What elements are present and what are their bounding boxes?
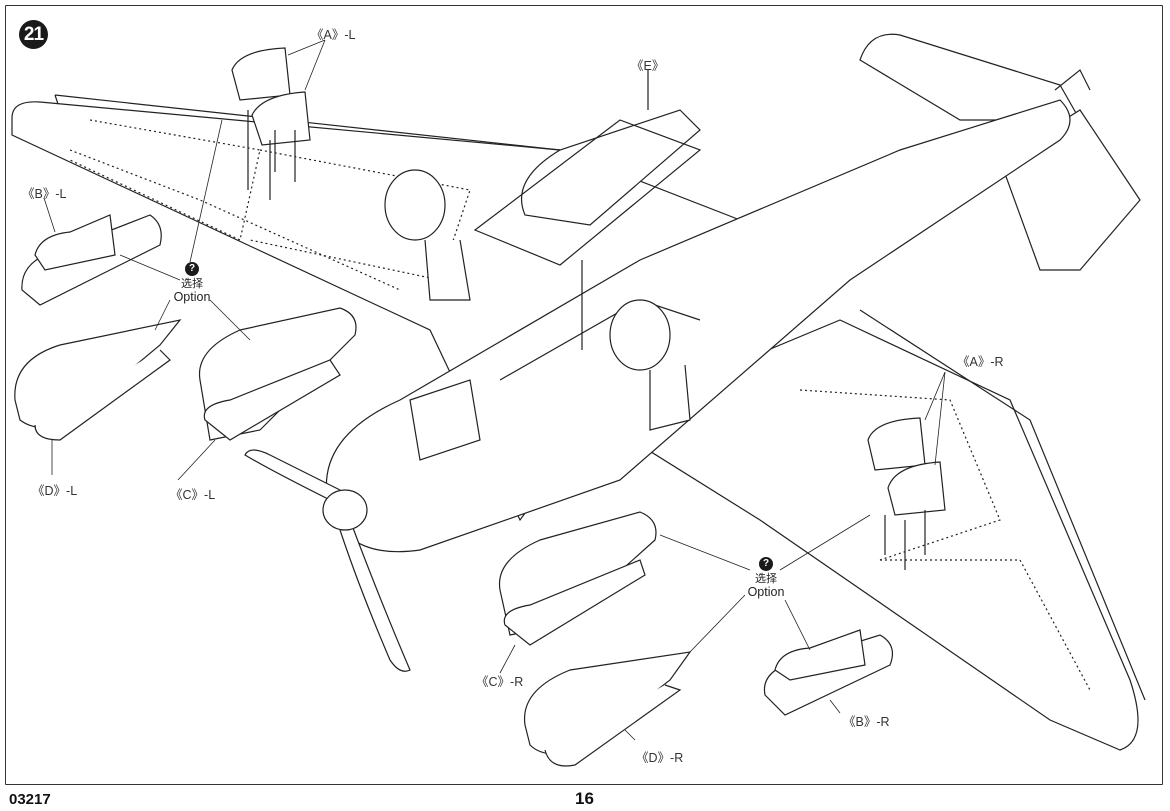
question-mark-icon: ? [185,262,199,276]
option-label-en: Option [173,290,211,304]
page-frame [5,5,1163,785]
callout-d-left: 《D》-L [32,484,78,498]
product-code: 03217 [9,791,51,808]
part-c-left [178,308,356,480]
part-c-right [500,512,657,673]
callout-b-left: 《B》-L [22,187,67,201]
option-marker-right: ? 选择 Option [744,557,788,600]
option-label-cn: 选择 [755,573,777,585]
propeller [245,450,410,671]
option-label-cn: 选择 [181,278,203,290]
callout-a-right: 《A》-R [957,355,1004,369]
part-b-right [764,630,892,715]
part-b-left [22,198,180,305]
callout-c-right: 《C》-R [476,675,524,689]
callout-e: 《E》 [631,59,665,73]
callout-a-left: 《A》-L [311,28,356,42]
part-d-right [525,652,690,766]
engine-nacelles [385,170,690,430]
page-number: 16 [575,789,594,808]
callout-c-left: 《C》-L [170,488,216,502]
part-a-left [232,40,325,200]
callout-d-right: 《D》-R [636,751,684,765]
option-label-en: Option [747,585,785,599]
part-d-left [15,320,180,475]
question-mark-icon: ? [759,557,773,571]
part-a-right [868,372,945,570]
part-e-drop-tank [475,70,700,350]
right-wing [600,310,1145,750]
option-marker-left: ? 选择 Option [170,262,214,305]
step-number-badge: 21 [19,20,48,49]
option-leader-lines [155,120,870,652]
callout-b-right: 《B》-R [843,715,890,729]
